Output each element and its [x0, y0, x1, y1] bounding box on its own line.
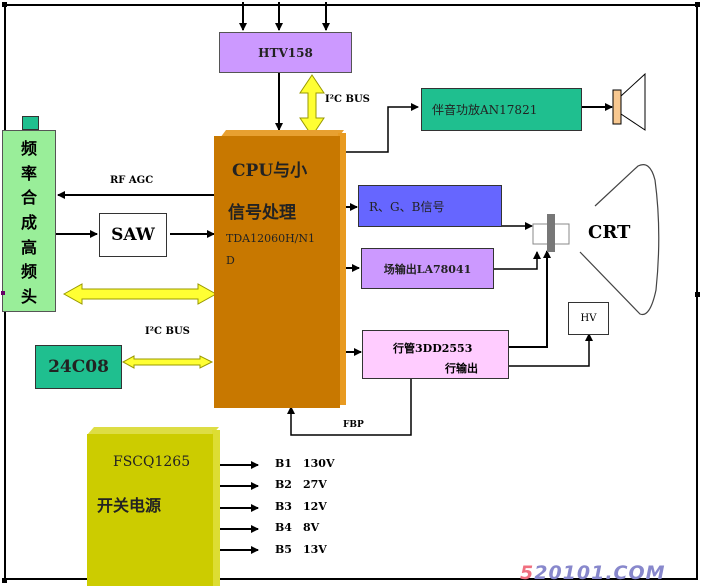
htv158-label: HTV158	[258, 45, 313, 60]
i2c-bus-arrow-bottom	[121, 355, 214, 369]
cpu-title-line2: 信号处理	[228, 203, 296, 223]
saw-label: SAW	[111, 225, 155, 245]
speaker-cone	[620, 72, 646, 131]
psu-label: 开关电源	[97, 496, 162, 515]
power-output-voltage: 12V	[303, 499, 327, 513]
power-output-name: B2	[275, 478, 292, 492]
cpu-block: CPU与小 信号处理 TDA12060H/N1 D	[214, 136, 340, 408]
psu-block-top-face	[87, 427, 219, 435]
eeprom-label: 24C08	[48, 357, 109, 377]
tuner-marker	[1, 291, 5, 295]
power-output-name: B5	[275, 542, 292, 556]
rgb-label: R、G、B信号	[369, 199, 445, 214]
power-output-item: B2 27V	[275, 478, 335, 499]
cpu-title-line1: CPU与小	[232, 161, 308, 181]
power-output-name: B3	[275, 499, 292, 513]
power-output-item: B5 13V	[275, 543, 335, 564]
horizontal-output-label-line2: 行输出	[445, 362, 478, 375]
speaker-magnet	[612, 89, 622, 125]
tuner-label-char: 频	[20, 139, 37, 159]
power-output-name: B4	[275, 521, 292, 535]
eeprom-block: 24C08	[35, 345, 122, 389]
horizontal-to-hv-wire	[509, 333, 593, 367]
vertical-output-label: 场输出LA78041	[383, 262, 472, 276]
horizontal-to-crt-wire	[509, 250, 551, 348]
tuner-bus-arrow	[62, 283, 218, 305]
crt-bulb-outline	[579, 164, 660, 316]
power-output-item: B1 130V	[275, 457, 335, 478]
tuner-antenna	[22, 116, 39, 130]
psu-block-side-face	[212, 430, 220, 586]
power-output-name: B1	[275, 457, 292, 470]
vertical-output-block: 场输出LA78041	[361, 248, 494, 289]
watermark: 520101.COM	[520, 562, 666, 584]
watermark-part2: 20101.COM	[534, 562, 666, 584]
rf-agc-label: RF AGC	[110, 175, 154, 186]
psu-block: FSCQ1265 开关电源	[87, 434, 213, 586]
crt-label: CRT	[588, 222, 631, 243]
tuner-label-char: 合	[20, 188, 37, 208]
tuner-label-char: 头	[20, 286, 37, 306]
saw-block: SAW	[99, 213, 167, 257]
tuner-block: 频 率 合 成 高 频 头	[2, 130, 56, 312]
rgb-block: R、G、B信号	[358, 185, 502, 227]
frame-corner-marker	[695, 292, 700, 297]
cpu-block-top-face	[220, 130, 344, 138]
audio-amp-block: 伴音功放AN17821	[421, 88, 582, 131]
i2c-bus-label-top: I²C BUS	[325, 94, 370, 105]
psu-part-number: FSCQ1265	[113, 454, 191, 470]
i2c-bus-label-bottom: I²C BUS	[145, 326, 190, 337]
fbp-wire	[287, 379, 412, 436]
power-output-voltage: 13V	[303, 542, 327, 556]
tuner-label-char: 成	[20, 212, 37, 232]
horizontal-output-label-line1: 行管3DD2553	[393, 342, 473, 355]
power-output-voltage: 8V	[303, 521, 320, 535]
frame-corner-marker	[695, 2, 700, 7]
hv-block: HV	[568, 302, 609, 335]
frame-corner-marker	[2, 578, 7, 583]
frame-corner-marker	[2, 2, 7, 7]
cpu-part-number-line2: D	[226, 254, 235, 267]
power-output-item: B3 12V	[275, 500, 335, 521]
power-output-voltage: 27V	[303, 478, 327, 492]
power-output-voltage: 130V	[303, 457, 335, 470]
cpu-block-side-face	[338, 133, 346, 405]
power-output-item: B4 8V	[275, 521, 335, 542]
power-output-list: B1 130V B2 27V B3 12V B4 8V B5 13V	[275, 457, 335, 564]
vertical-to-crt-wire	[493, 251, 541, 270]
horizontal-output-block: 行管3DD2553 行输出	[362, 330, 509, 379]
cpu-to-audio-wire	[345, 103, 419, 153]
crt-yoke	[547, 214, 555, 252]
i2c-bus-arrow-top	[299, 74, 325, 137]
tuner-label-char: 频	[20, 262, 37, 282]
tuner-label-char: 率	[20, 163, 37, 183]
htv158-block: HTV158	[219, 32, 352, 73]
audio-amp-label: 伴音功放AN17821	[432, 103, 538, 117]
fbp-label: FBP	[343, 420, 364, 430]
hv-label: HV	[580, 313, 597, 324]
watermark-part1: 5	[520, 562, 535, 584]
cpu-part-number: TDA12060H/N1	[226, 232, 316, 245]
tuner-label-char: 高	[20, 237, 37, 257]
